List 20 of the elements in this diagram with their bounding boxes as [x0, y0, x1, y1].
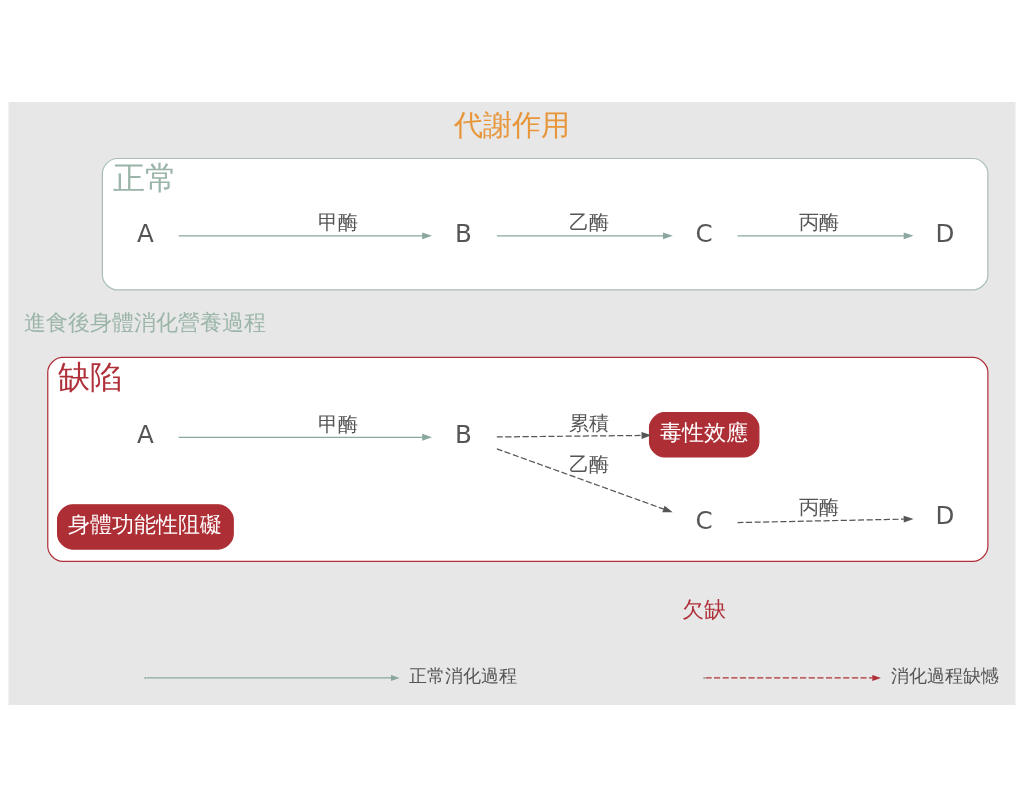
edge-label: 乙酶 [569, 211, 610, 235]
node-text: B [455, 420, 472, 450]
node-text: B [455, 219, 472, 248]
node-text: D [935, 501, 955, 531]
diagram-title: 代謝作用 [454, 108, 570, 143]
node-text: D [935, 219, 955, 248]
node-text: C [695, 219, 713, 248]
edge-label: 丙酶 [799, 211, 840, 235]
legend-label: 正常消化過程 [409, 665, 518, 687]
label: 進食後身體消化營養過程 [24, 308, 267, 335]
edge-label: 甲酶 [317, 211, 358, 235]
edge-label: 丙酶 [799, 496, 840, 520]
node-text: A [137, 219, 154, 248]
edge-label: 累積 [569, 411, 610, 435]
node-text: C [695, 506, 713, 536]
legend-label: 消化過程缺憾 [890, 665, 999, 687]
edge-label: 乙酶 [569, 453, 610, 477]
label: 欠缺 [682, 596, 727, 623]
edge-label: 甲酶 [317, 412, 358, 436]
node-text: A [137, 420, 154, 450]
